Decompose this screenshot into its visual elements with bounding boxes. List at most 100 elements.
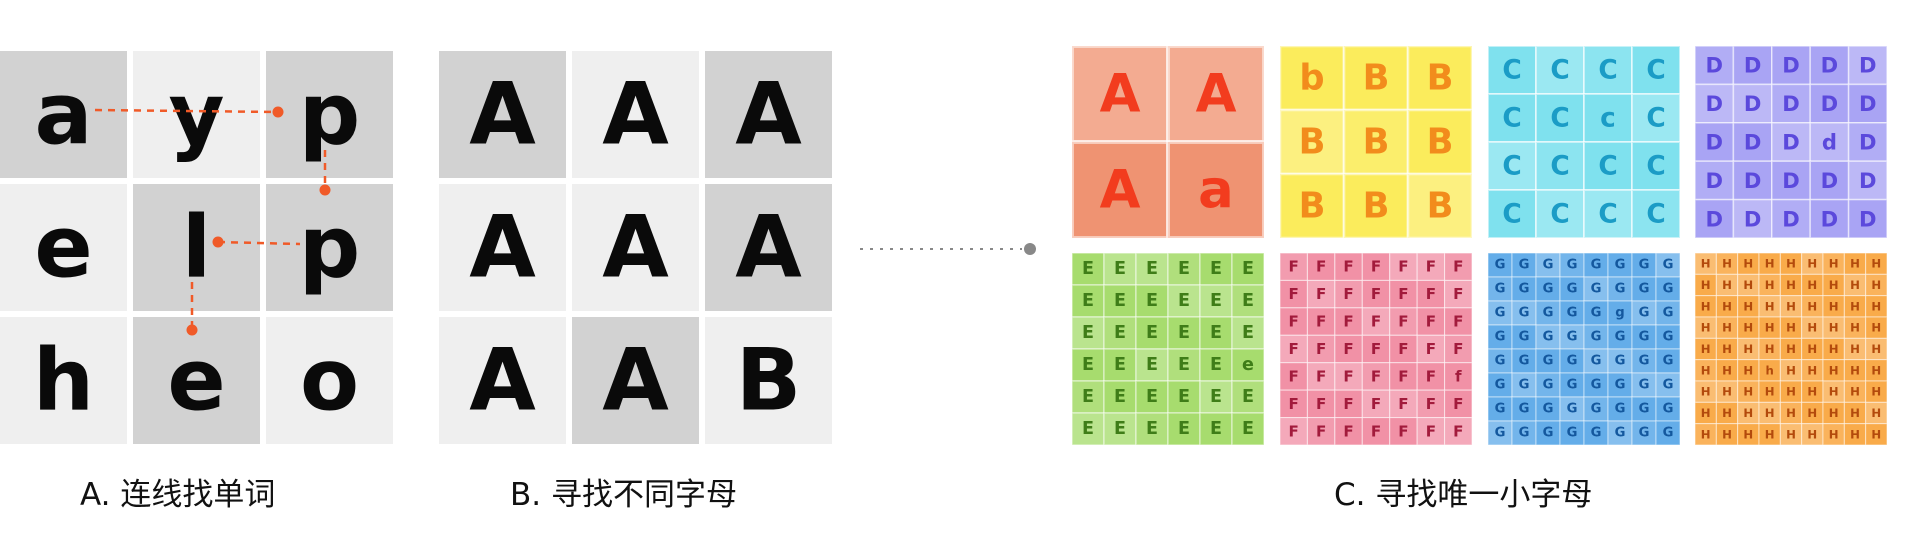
panel-a-cell xyxy=(0,184,127,311)
grid-cell xyxy=(1361,389,1391,419)
connector-dot xyxy=(1024,243,1036,255)
grid-letter: G xyxy=(1591,306,1602,321)
grid-letter: G xyxy=(1639,426,1650,441)
grid-letter: C xyxy=(1550,103,1569,134)
grid-cell xyxy=(1361,307,1391,336)
grid-letter: H xyxy=(1871,257,1881,271)
panel-b-cell xyxy=(705,51,832,178)
grid-letter: D xyxy=(1744,206,1762,231)
grid-letter: H xyxy=(1722,406,1732,420)
grid-letter: G xyxy=(1591,354,1602,369)
grid-letter: G xyxy=(1567,354,1578,369)
grid-letter: D xyxy=(1859,91,1877,116)
grid-cell xyxy=(1631,141,1681,191)
grid-letter: F xyxy=(1398,313,1408,331)
grid-letter: E xyxy=(1210,355,1222,375)
grid-cell xyxy=(1231,316,1265,350)
grid-letter: G xyxy=(1591,402,1602,417)
grid-letter: C xyxy=(1646,103,1665,134)
grid-cell xyxy=(1732,198,1773,239)
grid-letter: E xyxy=(1114,323,1126,343)
grid-letter: G xyxy=(1567,258,1578,273)
grid-cell xyxy=(1278,172,1346,240)
grid-letter: G xyxy=(1663,330,1674,345)
grid-cell xyxy=(1771,198,1811,239)
grid-letter: H xyxy=(1807,299,1817,313)
grid-letter: F xyxy=(1398,395,1408,413)
grid-cell xyxy=(1607,420,1633,446)
grid-letter: G xyxy=(1519,378,1530,393)
grid-letter: F xyxy=(1316,258,1326,276)
grid-letter: E xyxy=(1178,259,1190,279)
grid-letter: D xyxy=(1744,168,1762,193)
grid-letter: A xyxy=(1196,64,1237,125)
grid-cell xyxy=(1389,307,1418,336)
grid-cell xyxy=(1655,372,1681,398)
grid-letter: H xyxy=(1871,406,1881,420)
grid-letter: E xyxy=(1242,291,1254,311)
grid-letter: H xyxy=(1722,342,1732,356)
grid-letter: H xyxy=(1807,385,1817,399)
grid-letter: F xyxy=(1289,395,1299,413)
grid-letter: H xyxy=(1850,363,1860,377)
grid-cell xyxy=(1631,189,1681,239)
grid-letter: F xyxy=(1426,395,1436,413)
grid-cell xyxy=(1694,198,1735,239)
grid-letter: F xyxy=(1398,258,1408,276)
grid-cell xyxy=(1559,348,1585,374)
grid-letter: H xyxy=(1722,427,1732,441)
grid-letter: H xyxy=(1722,385,1732,399)
grid-letter: H xyxy=(1701,257,1711,271)
grid-letter: H xyxy=(1765,385,1775,399)
grid-letter: H xyxy=(1743,406,1753,420)
panel-b-letter: A xyxy=(602,331,669,431)
grid-letter: F xyxy=(1289,313,1299,331)
grid-cell xyxy=(1631,396,1657,422)
grid-letter: F xyxy=(1316,285,1326,303)
grid-cell xyxy=(1809,198,1850,239)
grid-letter: F xyxy=(1453,313,1463,331)
panel-a-cell xyxy=(266,184,393,311)
grid-letter: H xyxy=(1765,321,1775,335)
grid-letter: F xyxy=(1343,395,1353,413)
grid-letter: H xyxy=(1743,321,1753,335)
grid-letter: C xyxy=(1550,55,1569,86)
grid-cell xyxy=(1535,189,1585,239)
grid-letter: F xyxy=(1398,367,1408,385)
grid-letter: H xyxy=(1743,257,1753,271)
panel-a-letter: l xyxy=(182,198,211,298)
grid-cell xyxy=(1607,372,1633,398)
grid-letter: H xyxy=(1722,321,1732,335)
grid-letter: F xyxy=(1426,313,1436,331)
grid-letter: G xyxy=(1543,258,1554,273)
grid-letter: G xyxy=(1591,258,1602,273)
grid-letter: H xyxy=(1871,299,1881,313)
grid-letter: H xyxy=(1786,299,1796,313)
grid-letter: H xyxy=(1701,406,1711,420)
grid-letter: H xyxy=(1871,342,1881,356)
grid-cell xyxy=(1771,122,1811,162)
grid-letter: H xyxy=(1701,342,1711,356)
grid-letter: G xyxy=(1495,330,1506,345)
grid-letter: B xyxy=(1363,122,1390,163)
grid-letter: F xyxy=(1371,395,1381,413)
grid-cell xyxy=(1487,420,1513,446)
panel-b-cell xyxy=(705,184,832,311)
caption-b: B. 寻找不同字母 xyxy=(510,477,737,513)
grid-cell xyxy=(1071,380,1105,414)
odd-letter: e xyxy=(1242,355,1254,375)
grid-cell xyxy=(1389,417,1418,446)
panel-a-cell xyxy=(266,317,393,444)
grid-cell xyxy=(1865,423,1888,446)
grid-letter: G xyxy=(1495,378,1506,393)
grid-cell xyxy=(1732,160,1773,201)
grid-letter: H xyxy=(1850,299,1860,313)
grid-letter: G xyxy=(1543,426,1554,441)
grid-letter: G xyxy=(1495,258,1506,273)
grid-letter: D xyxy=(1782,91,1800,116)
grid-letter: D xyxy=(1821,91,1839,116)
grid-letter: H xyxy=(1829,257,1839,271)
